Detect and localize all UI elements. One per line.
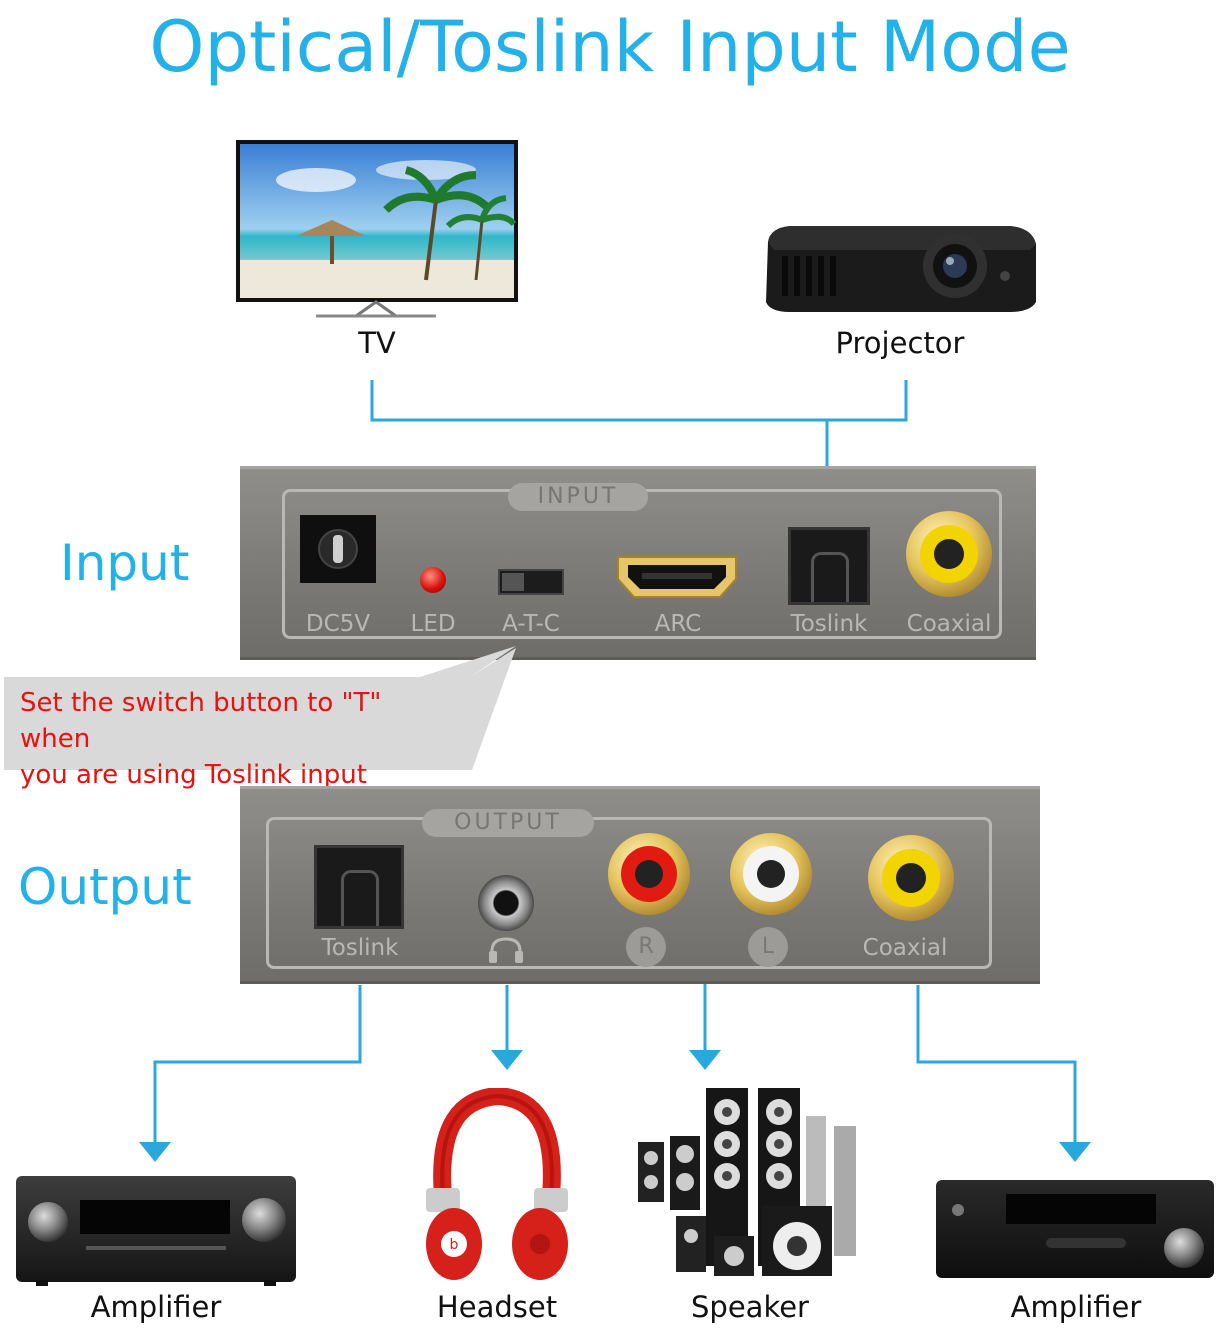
toslink-input-hole [811,552,849,602]
source-bracket-line [370,380,908,422]
left-output-core [757,860,785,888]
callout-line-1: Set the switch button to "T" when [20,688,382,754]
headphone-jack-port[interactable] [478,875,534,931]
toslink-to-amplifier-line [153,985,362,1142]
switch-callout: Set the switch button to "T" when you ar… [4,677,472,790]
amplifier-right-label: Amplifier [1010,1290,1142,1324]
amplifier-left-label: Amplifier [90,1290,222,1324]
left-channel-badge: L [748,927,788,967]
right-channel-badge: R [626,927,666,967]
amplifier-left-knob-1 [28,1202,68,1242]
speaker-label: Speaker [691,1290,809,1324]
amplifier-right-display [1006,1194,1156,1224]
dc5v-port[interactable] [300,515,376,583]
amplifier-left-foot-2 [264,1280,276,1286]
coaxial-output-core [896,863,926,893]
headset-image: b [422,1086,572,1284]
arrow-amplifier-right [1059,1142,1091,1162]
toslink-input-port[interactable] [788,527,870,605]
coaxial-output-label: Coaxial [862,935,948,961]
speaker-image [636,1086,866,1286]
led-indicator [420,567,446,593]
arc-port[interactable] [614,553,740,601]
projector-image [760,220,1042,320]
right-output-port[interactable] [608,833,690,915]
output-panel-frame [266,817,992,969]
headset-label: Headset [436,1290,558,1324]
output-panel-tag: OUTPUT [422,809,594,837]
amplifier-right-buttons [1046,1238,1126,1248]
amplifier-right-knob [1164,1228,1204,1268]
arrow-speaker [689,1050,721,1070]
toslink-output-port[interactable] [314,845,404,929]
input-panel-tag: INPUT [508,483,648,511]
input-side-label: Input [60,534,190,592]
tv-label: TV [358,326,396,360]
svg-text:b: b [450,1237,459,1253]
speaker-icon [638,1088,856,1276]
coaxial-to-amplifier-line [916,985,1077,1142]
arrow-headset [491,1050,523,1070]
output-panel: OUTPUT Toslink R L Coaxial [240,786,1040,984]
hdmi-icon [617,556,737,598]
amplifier-left-display [80,1200,230,1234]
page-title: Optical/Toslink Input Mode [149,6,1071,88]
headphone-icon [486,935,526,965]
right-output-core [635,860,663,888]
output-side-label: Output [18,858,192,916]
coaxial-input-port[interactable] [906,511,992,597]
left-output-port[interactable] [730,833,812,915]
dc5v-pin [333,535,343,563]
projector-icon [766,226,1036,312]
tv-image [236,140,518,318]
amplifier-left-knob-2 [242,1198,286,1242]
input-panel: INPUT DC5V LED A-T-C ARC Toslink Coaxial [240,466,1036,660]
callout-line-2: you are using Toslink input [20,760,367,790]
toslink-input-label: Toslink [790,611,868,637]
amplifier-right-image [936,1180,1214,1278]
projector-label: Projector [835,326,965,360]
arrow-amplifier-left [139,1142,171,1162]
amplifier-left-foot-1 [36,1280,48,1286]
coaxial-output-port[interactable] [868,835,954,921]
coaxial-input-label: Coaxial [906,611,992,637]
atc-label: A-T-C [502,611,560,637]
toslink-output-hole [341,870,379,926]
amplifier-left-strip [86,1246,226,1250]
toslink-output-label: Toslink [321,935,399,961]
led-label: LED [410,611,456,637]
dc5v-label: DC5V [305,611,371,637]
amplifier-left-image [16,1176,296,1286]
atc-switch-knob [502,573,524,591]
arc-label: ARC [654,611,702,637]
atc-switch[interactable] [498,569,564,595]
coaxial-input-core [934,539,964,569]
amplifier-right-power [952,1204,964,1216]
tv-icon [236,140,518,318]
headset-icon: b [426,1086,568,1280]
